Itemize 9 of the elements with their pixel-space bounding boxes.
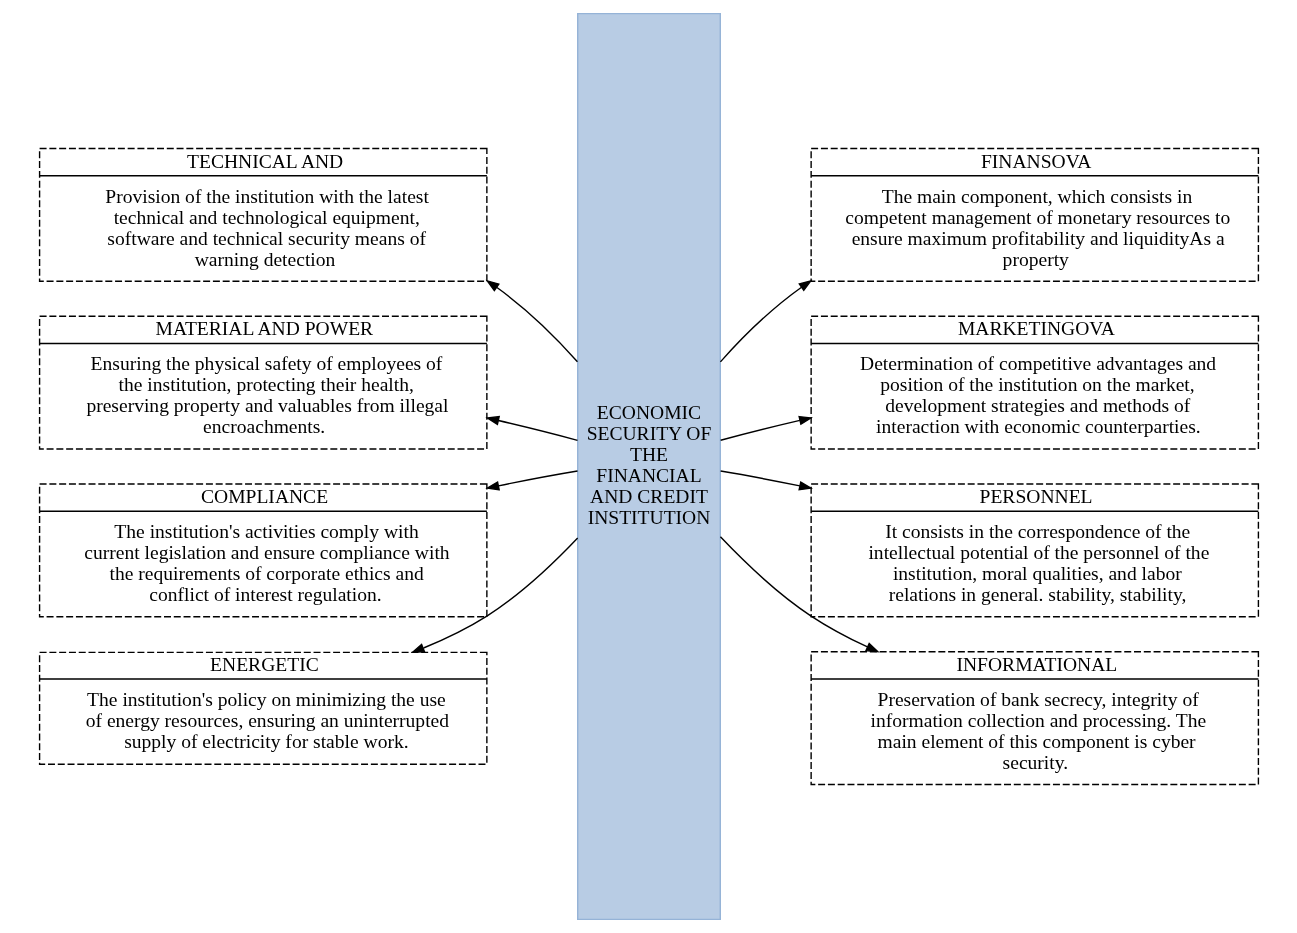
arrow xyxy=(484,470,578,491)
arrow xyxy=(719,470,813,491)
arrow xyxy=(484,415,578,442)
arrow xyxy=(410,537,578,654)
arrow xyxy=(719,415,813,441)
arrow xyxy=(719,536,880,653)
arrow xyxy=(719,279,812,363)
node-box: ECONOMIC SECURITY OF THE FINANCIAL AND CREDIT INSTITUTION xyxy=(576,12,721,921)
arrow xyxy=(485,279,578,363)
